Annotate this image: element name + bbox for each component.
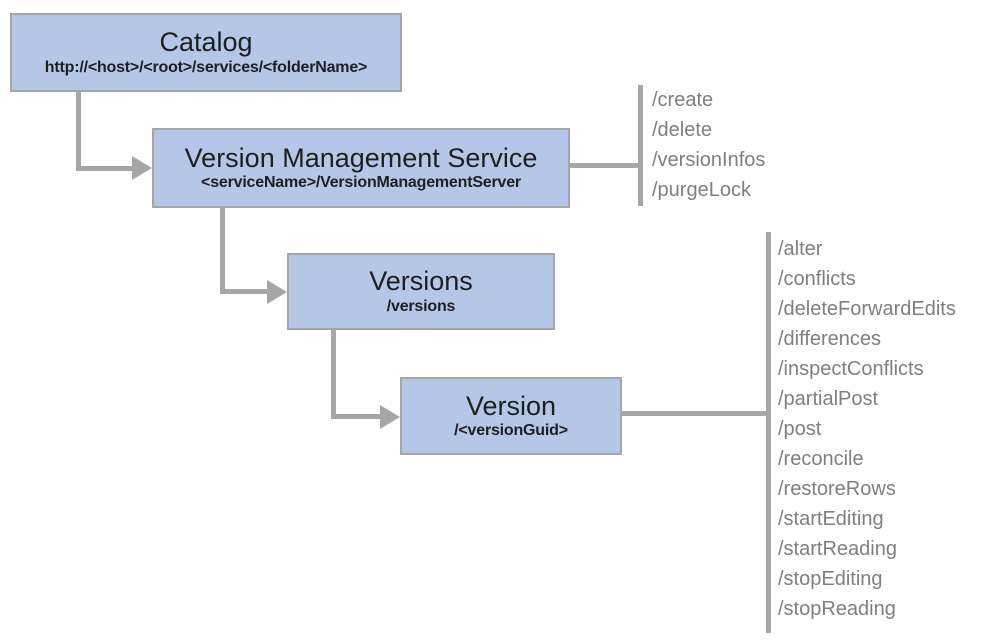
endpoint-item: /startEditing [778, 508, 884, 530]
connector-catalog-vms-horizontal [76, 166, 134, 171]
endpoint-item: /deleteForwardEdits [778, 298, 956, 320]
connector-vms-versions-vertical [220, 208, 225, 294]
endpoint-bar-version [766, 232, 771, 633]
connector-catalog-vms-vertical [76, 92, 81, 170]
endpoint-item: /stopReading [778, 598, 896, 620]
endpoint-item: /restoreRows [778, 478, 896, 500]
connector-versions-version-horizontal [331, 414, 383, 419]
endpoint-item: /partialPost [778, 388, 879, 410]
node-url-template: /versions [386, 297, 456, 315]
node-url-template: http://<host>/<root>/services/<folderNam… [44, 58, 368, 76]
connector-versions-version-vertical [331, 330, 336, 419]
connector-version-endpoints [622, 411, 768, 416]
endpoint-item: /inspectConflicts [778, 358, 924, 380]
node-url-template: <serviceName>/VersionManagementServer [201, 174, 521, 192]
endpoint-item: /purgeLock [652, 179, 751, 201]
node-version-management-service: Version Management Service <serviceName>… [152, 128, 570, 208]
endpoint-item: /startReading [778, 538, 897, 560]
endpoint-item: /create [652, 89, 714, 111]
endpoint-item: /post [778, 418, 822, 440]
arrowhead-icon [380, 405, 400, 429]
node-title: Catalog [159, 27, 253, 58]
node-version: Version /<versionGuid> [400, 377, 622, 455]
endpoint-list-version: /alter /conflicts /deleteForwardEdits /d… [778, 234, 956, 624]
endpoint-item: /differences [778, 328, 882, 350]
node-url-template: /<versionGuid> [454, 422, 568, 440]
endpoint-item: /reconcile [778, 448, 864, 470]
node-title: Version [465, 390, 557, 421]
endpoint-item: /versionInfos [652, 149, 766, 171]
endpoint-item: /delete [652, 119, 713, 141]
connector-vms-versions-horizontal [220, 289, 270, 294]
node-title: Versions [369, 266, 473, 297]
endpoint-bar-vms [638, 85, 643, 206]
endpoint-item: /conflicts [778, 268, 856, 290]
connector-vms-endpoints [570, 163, 640, 168]
endpoint-list-vms: /create /delete /versionInfos /purgeLock [652, 85, 765, 205]
node-title: Version Management Service [184, 142, 538, 173]
node-catalog: Catalog http://<host>/<root>/services/<f… [10, 13, 402, 92]
node-versions: Versions /versions [287, 253, 555, 330]
endpoint-item: /alter [778, 238, 823, 260]
endpoint-item: /stopEditing [778, 568, 883, 590]
arrowhead-icon [132, 156, 152, 180]
arrowhead-icon [267, 280, 287, 304]
